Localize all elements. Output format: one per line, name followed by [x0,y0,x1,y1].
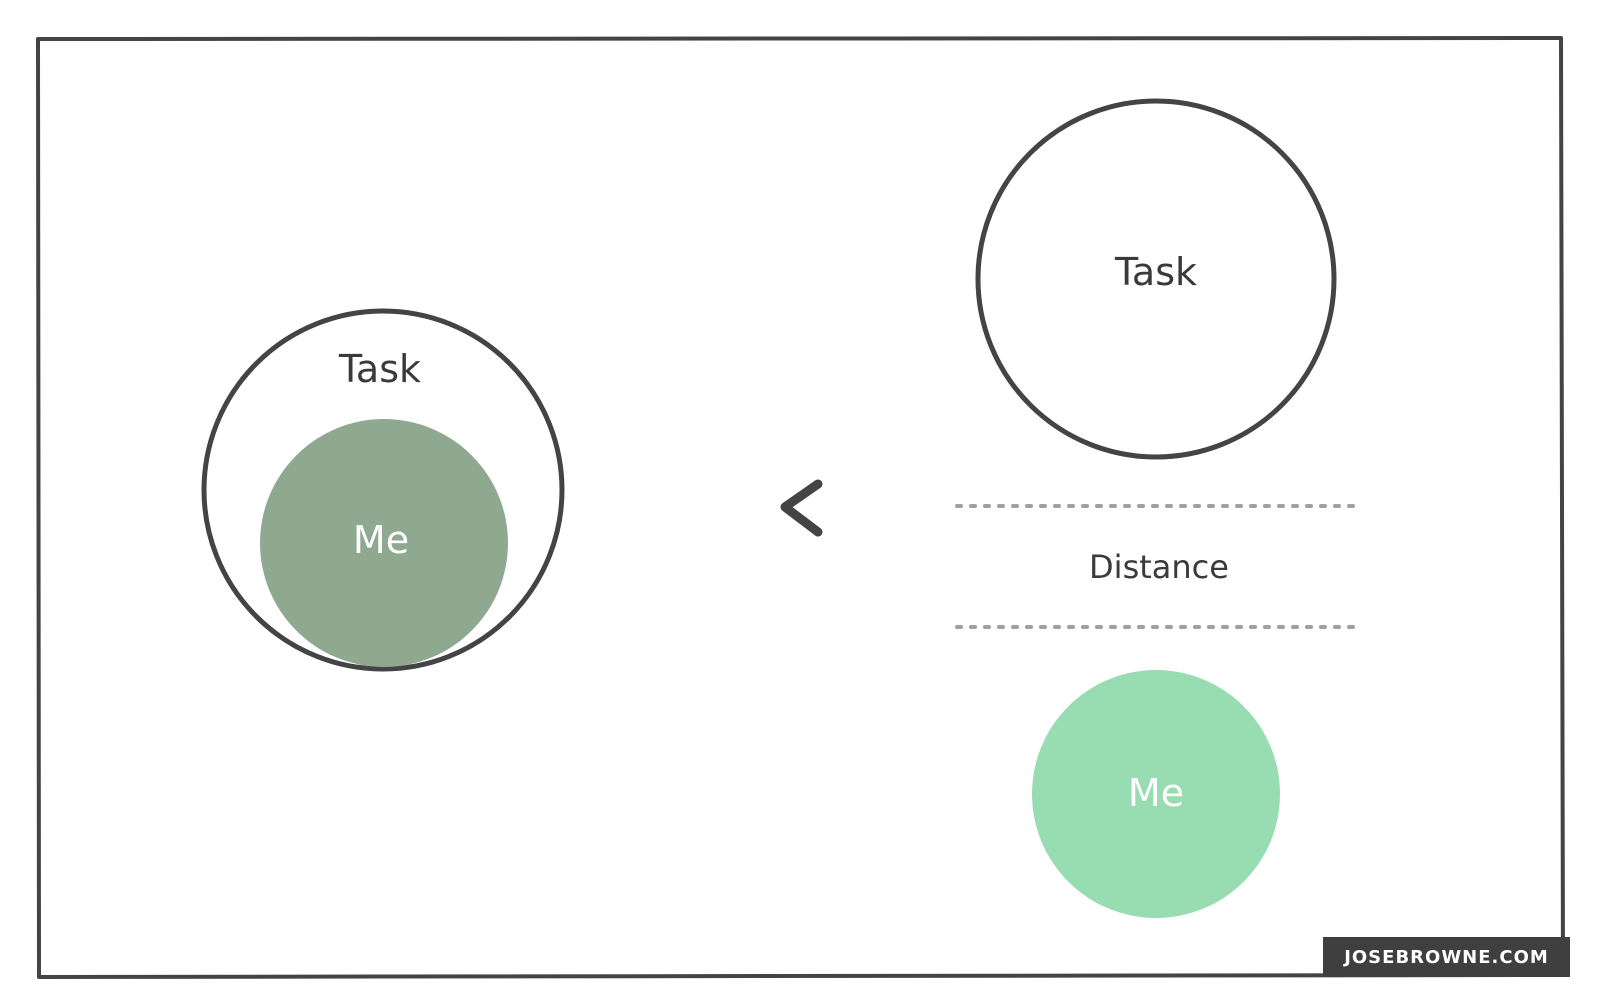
right-me-circle [1032,670,1280,918]
right-me-label: Me [1127,771,1185,815]
distance-label: Distance [1089,548,1229,586]
right-task-label: Task [1114,250,1198,294]
left-me-circle [260,419,508,667]
right-task-circle [975,98,1337,460]
watermark-badge: JOSEBROWNE.COM [1323,937,1570,977]
left-me-label: Me [352,518,410,562]
left-task-label: Task [338,347,422,391]
less-than-chevron [780,479,823,537]
